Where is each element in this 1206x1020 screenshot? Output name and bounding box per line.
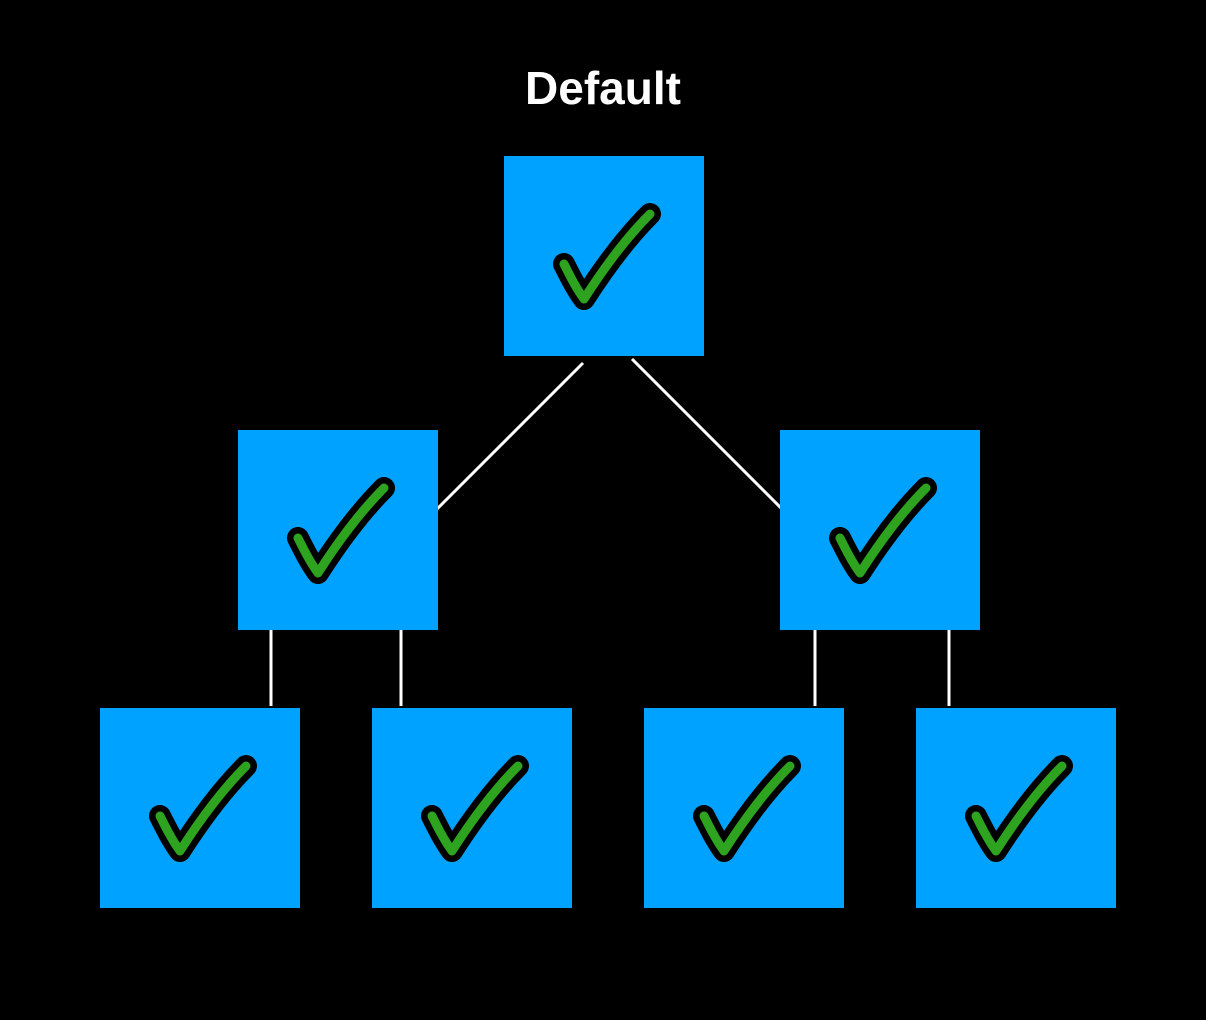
tree-node-right-left — [644, 708, 844, 908]
checkmark-fill — [971, 761, 1067, 856]
tree-node-left-right — [372, 708, 572, 908]
tree-node-right — [780, 430, 980, 630]
connector-root-to-left — [435, 361, 585, 511]
tree-node-root — [504, 156, 704, 356]
checkmark-fill — [699, 761, 795, 856]
connector-root-to-right — [630, 357, 787, 514]
diagram-title: Default — [525, 62, 681, 114]
tree-node-right-right — [916, 708, 1116, 908]
checkmark-fill — [293, 483, 389, 578]
checkmark-fill — [427, 761, 523, 856]
checkmark-fill — [559, 209, 655, 304]
checkmark-fill — [835, 483, 931, 578]
tree-node-left — [238, 430, 438, 630]
checkmark-fill — [155, 761, 251, 856]
tree-node-left-left — [100, 708, 300, 908]
